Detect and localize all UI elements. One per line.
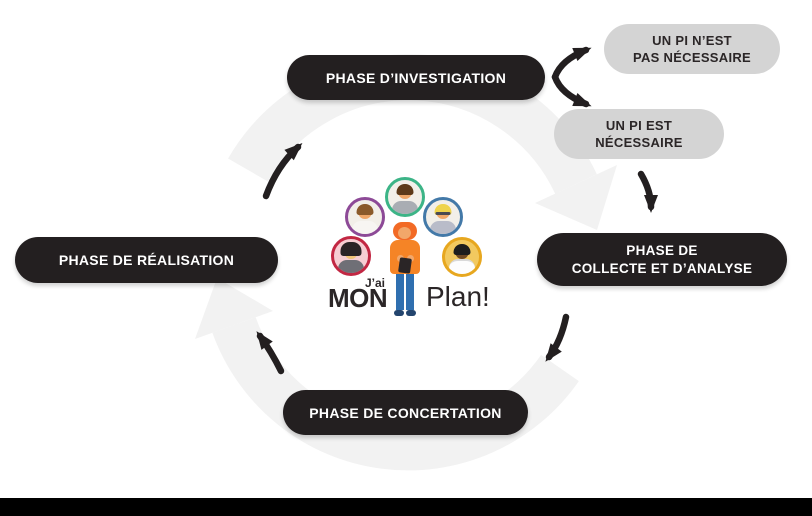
decision-pi-not-needed-line2: PAS NÉCESSAIRE bbox=[632, 50, 752, 65]
phase-realisation-pill: PHASE DE RÉALISATION bbox=[15, 237, 278, 283]
avatar-woman-purple-ring bbox=[345, 197, 385, 237]
character-leg bbox=[396, 274, 404, 310]
avatar-man-gold-ring bbox=[442, 237, 482, 277]
avatar-torso bbox=[449, 259, 475, 274]
character-face bbox=[398, 227, 411, 239]
decision-pi-needed-line1: UN PI EST bbox=[605, 118, 673, 133]
arrow-investigation-to-pi-not-needed bbox=[551, 46, 592, 81]
decision-pi-not-needed-pill: UN PI N’EST PAS NÉCESSAIRE bbox=[604, 24, 780, 74]
character-leg bbox=[406, 274, 414, 310]
phase-investigation-pill: PHASE D’INVESTIGATION bbox=[287, 55, 545, 100]
avatar-hair bbox=[340, 242, 362, 256]
avatar-hair bbox=[434, 204, 452, 215]
avatar-woman-red-ring bbox=[331, 236, 371, 276]
logo-prefix: J’ai bbox=[364, 276, 385, 290]
glasses-icon bbox=[435, 212, 451, 215]
avatar-hair bbox=[453, 244, 471, 255]
avatar-blonde-woman-blue-ring bbox=[423, 197, 463, 237]
phase-realisation-label: PHASE DE RÉALISATION bbox=[58, 252, 235, 268]
arrow-investigation-to-pi-needed bbox=[551, 73, 592, 108]
avatar-torso bbox=[352, 221, 378, 234]
phase-collecte-line1: PHASE DE bbox=[626, 242, 698, 258]
avatar-hair bbox=[356, 204, 374, 215]
arrow-collecte-to-concertation bbox=[545, 313, 570, 362]
avatar-torso bbox=[430, 221, 456, 234]
decision-pi-needed-line2: NÉCESSAIRE bbox=[595, 135, 683, 150]
phase-concertation-pill: PHASE DE CONCERTATION bbox=[283, 390, 528, 435]
phase-collecte-line2: COLLECTE ET D’ANALYSE bbox=[571, 260, 753, 276]
phase-collecte-pill: PHASE DE COLLECTE ET D’ANALYSE bbox=[537, 233, 787, 286]
arrow-concertation-to-realisation bbox=[256, 331, 285, 375]
decision-pi-needed-pill: UN PI EST NÉCESSAIRE bbox=[554, 109, 724, 159]
avatar-torso bbox=[392, 201, 418, 214]
tablet-icon bbox=[398, 257, 412, 274]
avatar-man-green-ring bbox=[385, 177, 425, 217]
phase-investigation-label: PHASE D’INVESTIGATION bbox=[325, 69, 507, 86]
person-with-tablet-icon bbox=[385, 222, 425, 318]
arrow-realisation-to-investigation bbox=[262, 142, 303, 200]
arrow-pi-needed-to-collecte bbox=[637, 170, 658, 213]
avatar-hair bbox=[396, 184, 414, 195]
character-shoe bbox=[394, 310, 404, 316]
phase-concertation-label: PHASE DE CONCERTATION bbox=[309, 404, 502, 421]
character-shoe bbox=[406, 310, 416, 316]
footer-black-bar bbox=[0, 498, 812, 516]
avatar-torso bbox=[338, 260, 364, 273]
decision-pi-not-needed-line1: UN PI N’EST bbox=[652, 33, 732, 48]
logo-word-mon: MON bbox=[328, 283, 388, 313]
logo-word-plan: Plan! bbox=[426, 281, 490, 312]
